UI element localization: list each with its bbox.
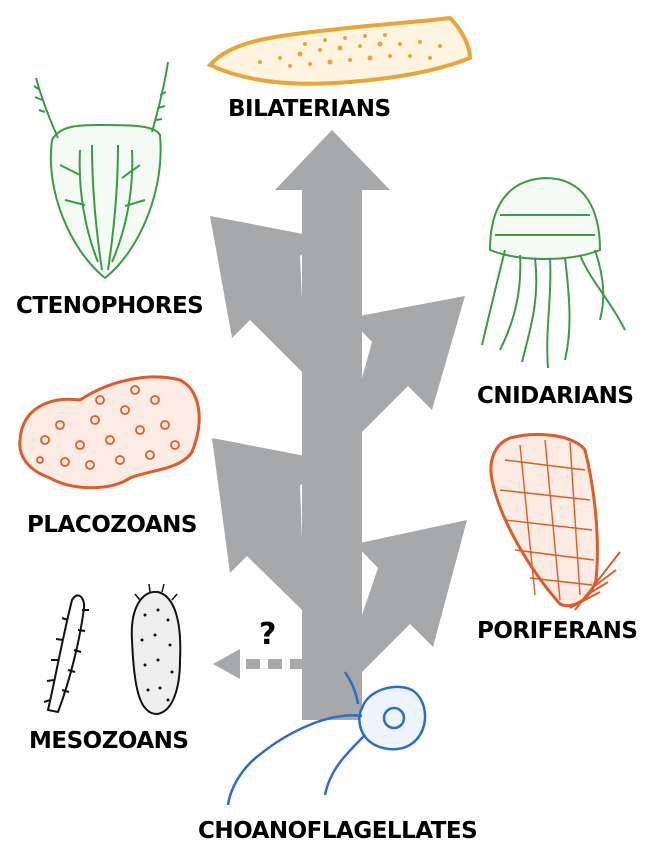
- branch-mesozoans-dash-1: [290, 659, 304, 669]
- branch-cnidarians: [349, 296, 465, 432]
- ctenophore-illustration: [34, 62, 168, 278]
- branch-mesozoans-dash-3: [246, 659, 260, 669]
- arrow-mesozoans: [213, 649, 240, 679]
- tree-trunk: [302, 185, 362, 720]
- label-poriferans: PORIFERANS: [477, 618, 637, 644]
- poriferan-illustration: [491, 434, 620, 610]
- mesozoan-illustration-1: [44, 595, 89, 712]
- label-cnidarians: CNIDARIANS: [477, 383, 633, 409]
- branch-mesozoans-dash-2: [268, 659, 282, 669]
- bilaterian-illustration: [210, 18, 470, 84]
- label-mesozoans: MESOZOANS: [29, 728, 188, 754]
- branch-poriferans: [355, 520, 467, 672]
- tree: [210, 130, 467, 720]
- uncertain-question-mark: ?: [259, 617, 276, 652]
- arrow-bilaterians: [275, 130, 390, 190]
- label-placozoans: PLACOZOANS: [27, 512, 197, 538]
- label-ctenophores: CTENOPHORES: [16, 293, 203, 319]
- label-choanoflagellates: CHOANOFLAGELLATES: [198, 818, 477, 844]
- label-bilaterians: BILATERIANS: [228, 96, 391, 122]
- mesozoan-illustration-2: [132, 584, 181, 714]
- placozoan-illustration: [20, 377, 199, 488]
- cnidarian-illustration: [482, 178, 625, 368]
